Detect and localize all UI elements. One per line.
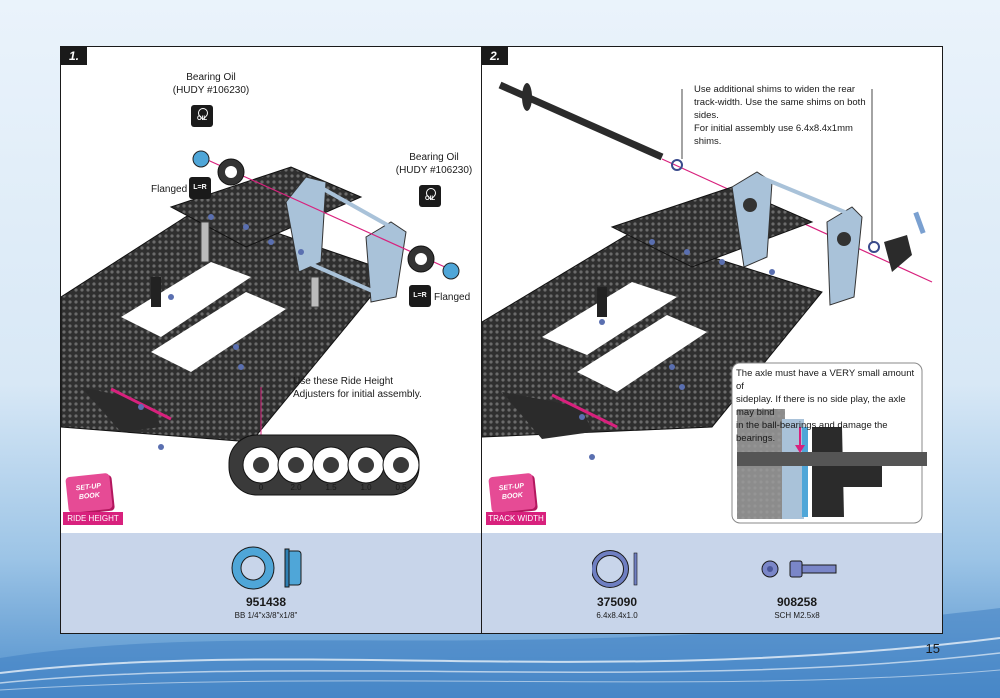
shim-part-image (592, 550, 638, 588)
shim-note-line2: track-width. Use the same shims on both … (694, 97, 866, 121)
part-description: BB 1/4"x3/8"x1/8" (234, 611, 298, 620)
sideplay-note-line1: The axle must have a VERY small amount o… (736, 368, 915, 392)
part-number: 908258 (776, 595, 818, 609)
parts-strip: 375090 6.4x8.4x1.0 908258 SCH M2.5x8 (482, 533, 942, 633)
left-equals-right-icon-right: L=R (409, 285, 431, 307)
part-description: SCH M2.5x8 (774, 611, 820, 620)
setup-book-ride-height[interactable]: SET-UP BOOK RIDE HEIGHT (63, 471, 123, 525)
page-number: 15 (925, 641, 940, 656)
adjuster-label: 0.5 (395, 483, 407, 492)
screw-part-image (761, 560, 837, 578)
oil-icon: OIL (191, 105, 213, 127)
bearing-oil-label: Bearing Oil (186, 72, 236, 83)
oil-icon-right: OIL (419, 185, 441, 207)
part-number: 951438 (245, 595, 287, 609)
ride-height-note-line1: Use these Ride Height (293, 376, 394, 387)
parts-strip: 951438 BB 1/4"x3/8"x1/8" (61, 533, 521, 633)
sideplay-note-line3: in the ball-bearings and damage the bear… (736, 420, 888, 444)
setup-book-icon: SET-UP BOOK (65, 472, 113, 514)
flanged-label-left: Flanged (151, 184, 188, 195)
sideplay-note-line2: sideplay. If there is no side play, the … (736, 394, 906, 418)
step-number: 2. (482, 47, 508, 65)
setup-book-icon: SET-UP BOOK (488, 472, 536, 514)
shim-note-line1: Use additional shims to widen the rear (694, 84, 856, 95)
adjuster-label: 2.0 (290, 483, 302, 492)
adjuster-label: 1.5 (325, 483, 337, 492)
rear-axle-illustration (482, 81, 933, 524)
left-equals-right-icon: L=R (189, 177, 211, 199)
bearing-oil-label-right: Bearing Oil (409, 152, 459, 163)
setup-book-label: RIDE HEIGHT (63, 512, 123, 525)
part-number: 375090 (596, 595, 638, 609)
chassis-illustration (61, 150, 460, 496)
adjuster-label: 1.0 (360, 483, 372, 492)
step-number: 1. (61, 47, 87, 65)
shim-note-line3: For initial assembly use 6.4x8.4x1mm shi… (694, 123, 853, 147)
setup-book-label: TRACK WIDTH (486, 512, 546, 525)
bearing-oil-part-label: (HUDY #106230) (172, 85, 250, 96)
adjuster-label: 0 (258, 483, 264, 492)
background-swoosh (0, 608, 1000, 698)
step-1-panel: 1. (60, 46, 522, 634)
bearing-part-image (231, 546, 302, 590)
bearing-oil-part-label-right: (HUDY #106230) (395, 165, 473, 176)
flanged-label-right: Flanged (434, 292, 471, 303)
setup-book-track-width[interactable]: SET-UP BOOK TRACK WIDTH (486, 471, 546, 525)
ride-height-note-line2: Adjusters for initial assembly. (293, 389, 422, 400)
step-2-panel: 2. (481, 46, 943, 634)
part-description: 6.4x8.4x1.0 (596, 611, 638, 620)
